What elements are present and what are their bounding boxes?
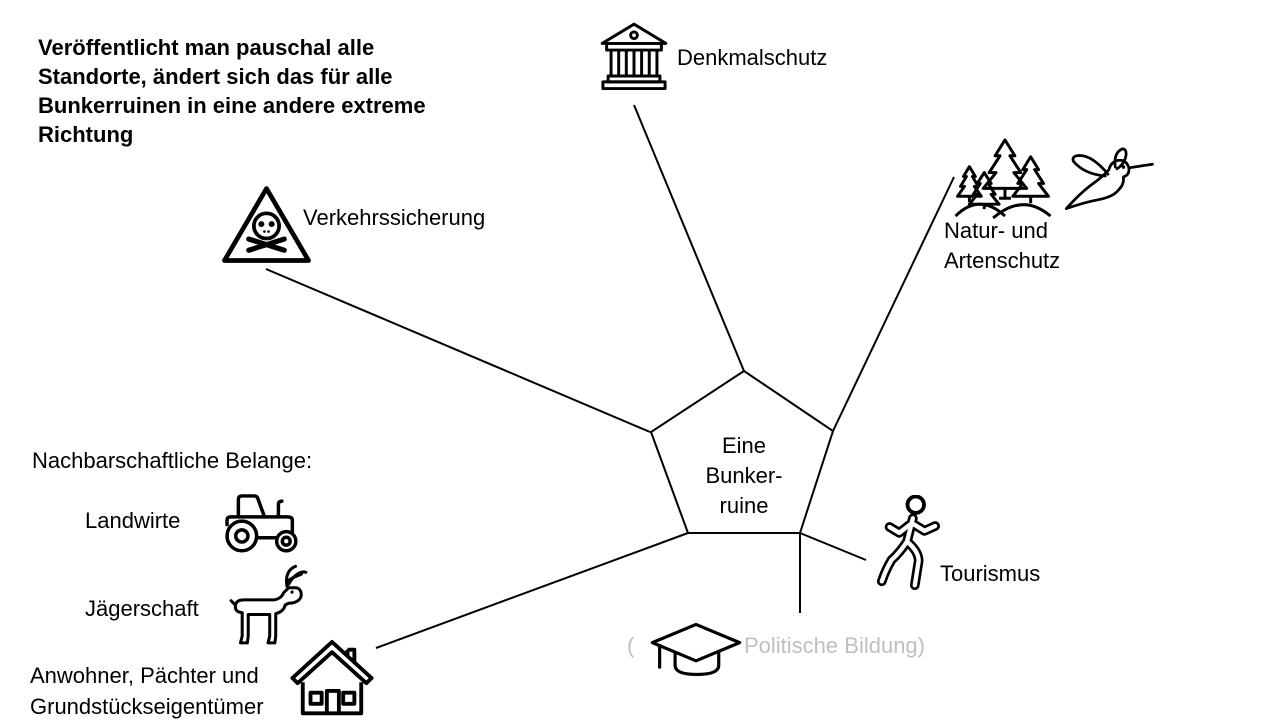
- naturschutz-line: Natur- und: [944, 218, 1048, 243]
- edge-verkehrssicherung: [265, 268, 651, 433]
- node-landwirte: Landwirte: [85, 508, 181, 533]
- tractor-icon: [225, 494, 298, 553]
- center-node-label: Eine Bunker- ruine: [669, 431, 819, 521]
- node-verkehrssicherung: Verkehrssicherung: [303, 205, 486, 230]
- walking-person-icon: [876, 495, 940, 591]
- intro-line: Richtung: [38, 122, 134, 147]
- edge-denkmalschutz: [633, 104, 745, 372]
- node-denkmalschutz: Denkmalschutz: [677, 45, 828, 70]
- center-line: Bunker-: [705, 463, 783, 488]
- center-line: ruine: [719, 493, 769, 518]
- intro-line: Standorte, ändert sich das für alle: [38, 64, 393, 89]
- naturschutz-line: Artenschutz: [944, 248, 1061, 273]
- hummingbird-icon: [1064, 147, 1154, 211]
- nachbarschaft-heading: Nachbarschaftliche Belange:: [32, 448, 313, 473]
- museum-icon: [600, 22, 668, 91]
- edge-naturschutz: [832, 176, 955, 432]
- skull-crossbones-warning-icon: [222, 186, 311, 263]
- center-pentagon: [649, 369, 835, 534]
- intro-line: Bunkerruinen in eine andere extreme: [38, 93, 426, 118]
- intro-line: Veröffentlicht man pauschal alle: [38, 35, 375, 60]
- graduation-cap-icon: [650, 622, 742, 677]
- deer-icon: [229, 564, 308, 645]
- edge-anwohner: [375, 532, 689, 649]
- anwohner-line: Grundstückseigentümer: [30, 694, 264, 719]
- node-anwohner: Anwohner, Pächter und Grundstückseigentü…: [30, 660, 264, 720]
- house-icon: [290, 639, 374, 716]
- anwohner-line: Anwohner, Pächter und: [30, 663, 259, 688]
- node-naturschutz: Natur- und Artenschutz: [944, 216, 1060, 276]
- node-politische-bildung: Politische Bildung): [744, 633, 925, 658]
- edge-tourismus: [799, 532, 867, 561]
- intro-statement: Veröffentlicht man pauschal alle Standor…: [38, 33, 490, 149]
- center-line: Eine: [721, 433, 767, 458]
- politische-bildung-open-paren: (: [627, 633, 635, 658]
- node-jaegerschaft: Jägerschaft: [85, 596, 199, 621]
- node-tourismus: Tourismus: [940, 561, 1041, 586]
- forest-icon: [954, 138, 1052, 220]
